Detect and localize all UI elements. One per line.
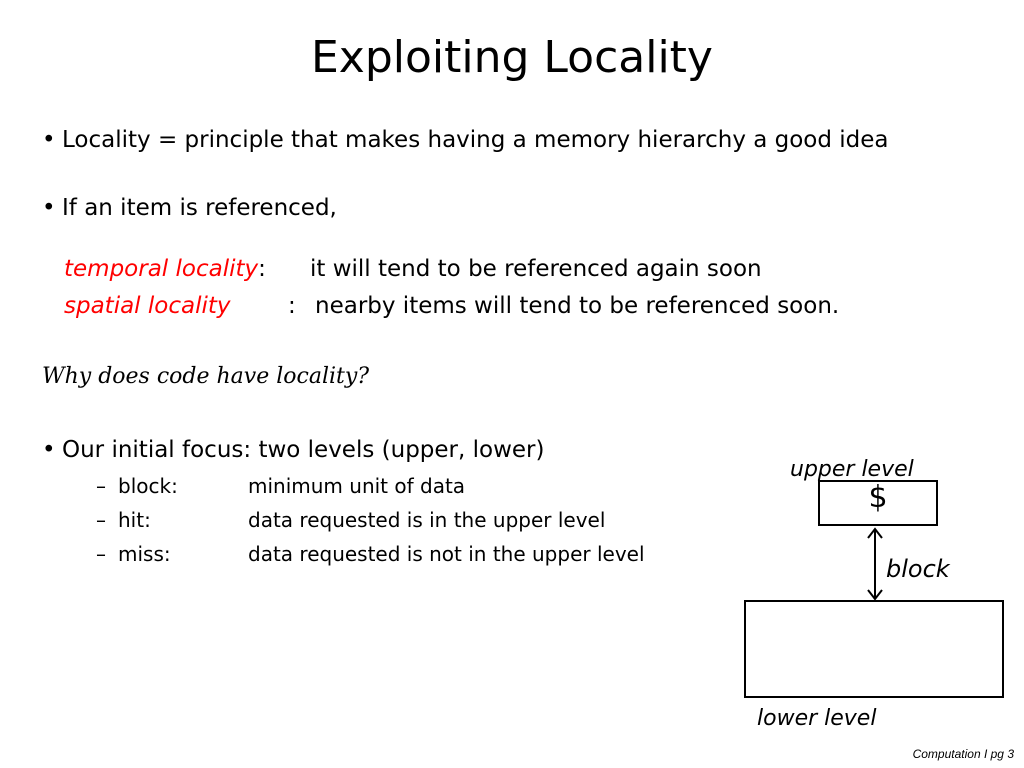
focus-item-description: minimum unit of data: [248, 474, 466, 498]
bullet-item-referenced: •If an item is referenced,: [42, 192, 337, 224]
dash-marker: –: [96, 474, 106, 498]
focus-item-miss: –miss: data requested is not in the upper…: [96, 540, 645, 568]
bullet-locality-definition: •Locality = principle that makes having …: [42, 124, 889, 156]
spatial-locality-term: spatial locality: [64, 293, 231, 319]
lower-level-box: [744, 600, 1004, 698]
focus-item-term: hit:: [118, 508, 151, 532]
bullet-text: Locality = principle that makes having a…: [62, 127, 889, 153]
slide-footer: Computation I pg 3: [912, 747, 1014, 761]
bullet-text: Our initial focus: two levels (upper, lo…: [62, 437, 545, 463]
spatial-locality-separator: :: [288, 293, 296, 319]
lower-level-label: lower level: [757, 706, 877, 731]
bullet-initial-focus: •Our initial focus: two levels (upper, l…: [42, 434, 544, 466]
locality-question: Why does code have locality?: [42, 364, 370, 389]
bullet-marker: •: [42, 195, 56, 221]
focus-item-block: –block: minimum unit of data: [96, 472, 465, 500]
upper-level-box: [818, 480, 938, 526]
focus-item-description: data requested is in the upper level: [248, 508, 606, 532]
focus-item-hit: –hit: data requested is in the upper leve…: [96, 506, 605, 534]
focus-item-term: block:: [118, 474, 178, 498]
upper-level-symbol: $: [868, 480, 888, 515]
spatial-locality-description: nearby items will tend to be referenced …: [315, 293, 840, 319]
block-transfer-label: block: [886, 555, 950, 583]
temporal-locality-line: temporal locality:: [64, 253, 266, 285]
temporal-locality-description: it will tend to be referenced again soon: [310, 256, 762, 282]
temporal-locality-term: temporal locality: [64, 256, 259, 282]
focus-item-description: data requested is not in the upper level: [248, 542, 645, 566]
bullet-marker: •: [42, 127, 56, 153]
bullet-text: If an item is referenced,: [62, 195, 337, 221]
page-title: Exploiting Locality: [311, 32, 713, 83]
temporal-locality-separator: :: [258, 256, 266, 282]
upper-level-label: upper level: [790, 457, 914, 482]
focus-item-term: miss:: [118, 542, 171, 566]
spatial-locality-line: spatial locality: [64, 290, 231, 322]
block-transfer-arrow-icon: [867, 527, 883, 601]
bullet-marker: •: [42, 437, 56, 463]
dash-marker: –: [96, 542, 106, 566]
dash-marker: –: [96, 508, 106, 532]
